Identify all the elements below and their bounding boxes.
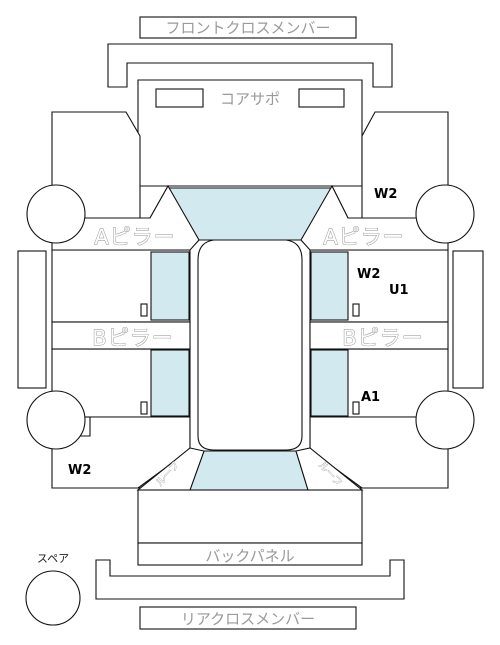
rear-right-wheel (415, 390, 475, 450)
core-support-left-slot (155, 88, 204, 108)
rear-left-door-handle (140, 401, 148, 415)
front-bumper-bracket (107, 43, 393, 88)
back-panel-label: バックパネル (205, 547, 294, 565)
rear-cross-member-box (139, 606, 357, 630)
front-left-door-handle (140, 303, 148, 317)
rear-right-door-handle (352, 401, 360, 415)
right-rocker-panel (452, 250, 484, 389)
a-pillar-left-label: Aピラー (94, 225, 175, 249)
a-pillar-left (51, 184, 200, 251)
right-rear-side-glass (310, 349, 349, 417)
left-front-side-glass (150, 251, 190, 321)
b-pillar-left-label: Bピラー (92, 326, 173, 350)
spare-label: スペア (37, 552, 69, 565)
a-pillar-right-label: Aピラー (323, 225, 404, 249)
right-front-side-glass (310, 251, 349, 321)
b-pillar-right (309, 321, 449, 350)
trunk-lid (137, 489, 363, 544)
damage-code-front-right-door-1: W2 (357, 267, 380, 282)
roof-panel (197, 239, 303, 451)
damage-code-rear-right-door: A1 (361, 390, 380, 405)
front-cross-member-box (139, 16, 357, 39)
rear-cross-member-label: リアクロスメンバー (181, 610, 315, 628)
rear-window (189, 450, 309, 491)
core-support-right-slot (298, 88, 345, 108)
front-cross-member-label: フロントクロスメンバー (165, 19, 330, 37)
back-panel-box (137, 542, 363, 566)
b-pillar-left (51, 321, 191, 350)
b-pillar-right-label: Bピラー (342, 326, 423, 350)
front-right-door-handle (352, 303, 360, 317)
spare-tire (25, 570, 81, 626)
damage-code-front-right-fender: W2 (374, 187, 397, 202)
rear-bumper-bracket (95, 559, 405, 600)
left-rear-side-glass (150, 349, 190, 417)
rear-left-wheel (26, 390, 86, 450)
front-left-wheel (26, 184, 86, 244)
core-support-label: コアサポ (220, 90, 280, 108)
front-right-wheel (415, 184, 475, 244)
damage-code-front-right-door-2: U1 (389, 283, 409, 298)
left-rocker-panel (17, 250, 47, 389)
damage-code-rear-left-quarter: W2 (68, 463, 91, 478)
